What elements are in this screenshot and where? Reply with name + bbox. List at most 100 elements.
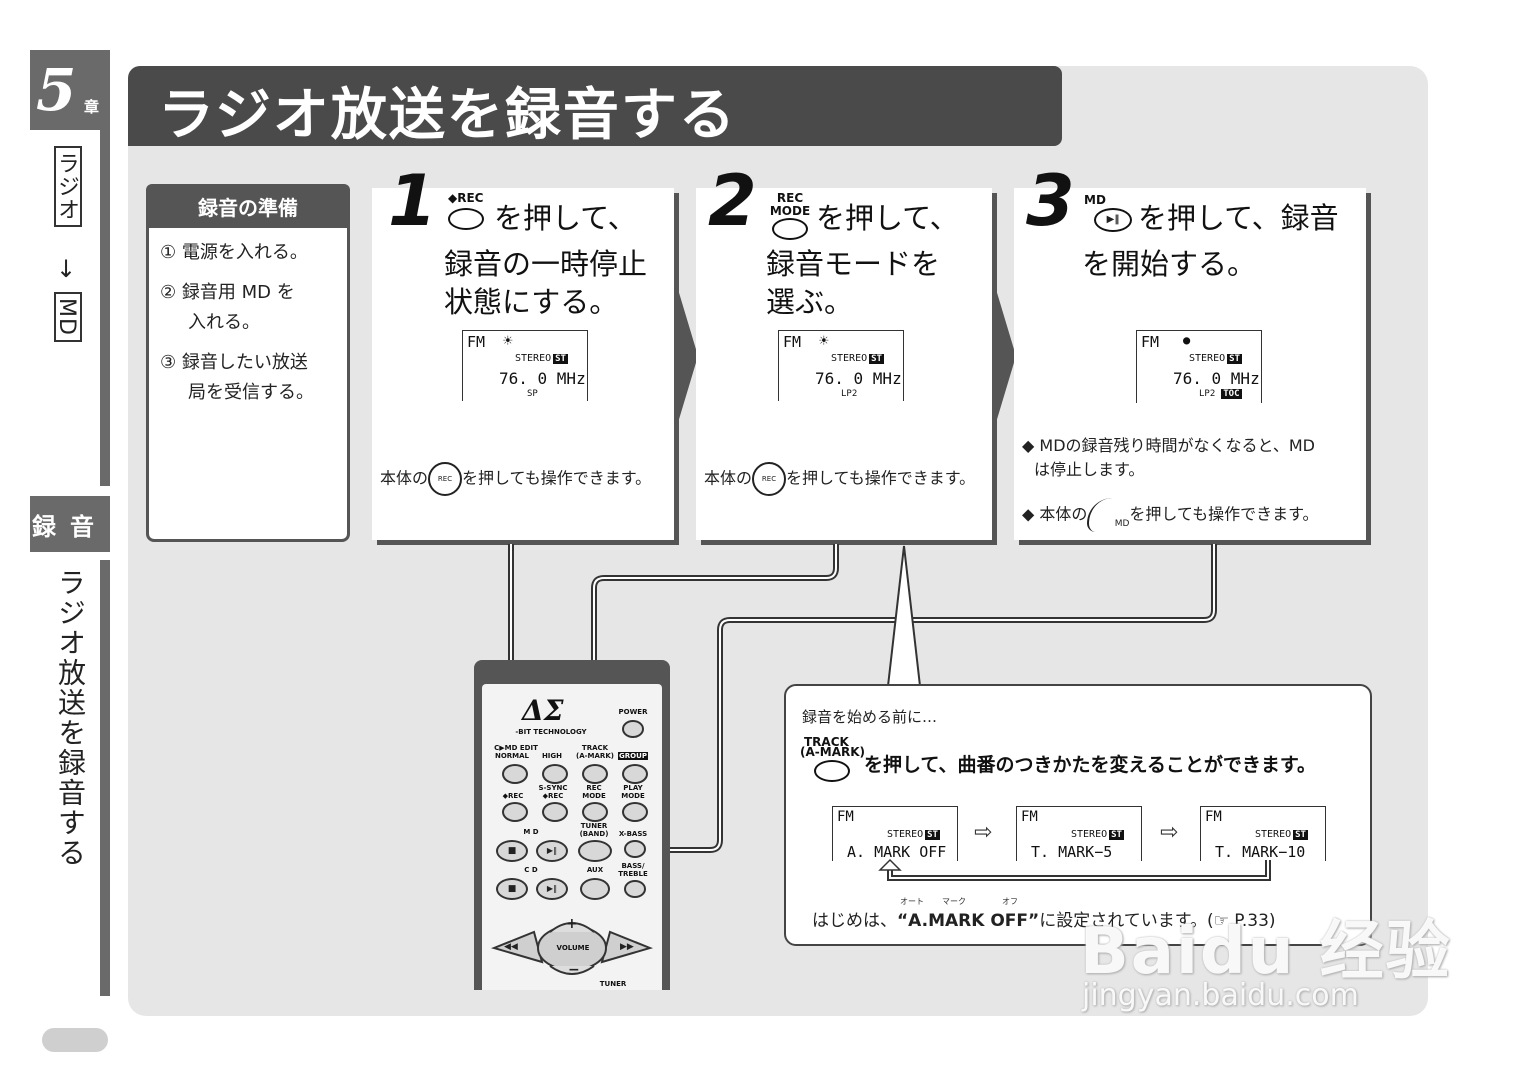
remote-label: TUNER: [599, 980, 627, 988]
prep-box: [146, 184, 350, 542]
remote-label: (BAND): [579, 830, 609, 838]
skip-back-icon[interactable]: ◀◀: [504, 942, 518, 952]
lcd-band: FM: [1141, 333, 1160, 351]
step-text: 録音の一時停止: [444, 247, 648, 281]
tuner-band-button[interactable]: [578, 840, 612, 862]
rec-body-icon: REC: [428, 462, 463, 496]
cd-play-pause-button[interactable]: ▶‖: [536, 878, 568, 900]
watermark-url: jingyan.baidu.com: [1082, 978, 1359, 1013]
rec-button-label: ◆REC: [448, 191, 484, 205]
track-button-label: (A-MARK): [800, 745, 866, 759]
title-bar: [128, 66, 1062, 146]
lcd-frequency: 76. 0 MHz: [1173, 369, 1260, 388]
track-button-icon: [814, 760, 850, 782]
prep-item: 局を受信する。: [188, 382, 314, 403]
volume-label: VOLUME: [556, 944, 590, 952]
rec-mode-button[interactable]: [582, 802, 608, 822]
chapter-kanji: 章: [84, 98, 100, 116]
track-button-label: TRACK: [804, 735, 849, 749]
rec-mode-button-icon: [772, 218, 808, 240]
skip-forward-icon[interactable]: ▶▶: [620, 942, 634, 952]
step-text: を押して、: [816, 201, 959, 235]
page-title: ラジオ放送を録音する: [158, 83, 737, 148]
tip-footnote: はじめは、“A.MARK OFF”に設定されています。(☞ P.33): [812, 911, 1276, 931]
s-sync-rec-button[interactable]: [542, 802, 568, 822]
lcd-frequency: 76. 0 MHz: [815, 369, 902, 388]
rec-blink-icon: ☀: [819, 331, 829, 350]
chapter-number: 5: [36, 56, 77, 124]
x-bass-button[interactable]: [624, 840, 646, 858]
remote-label: ◆REC: [502, 792, 524, 800]
tab-arrow: ↓: [56, 255, 77, 283]
side-rule-bottom: [100, 560, 110, 996]
remote-label: S-SYNC: [538, 784, 568, 792]
md-stop-button[interactable]: ■: [496, 840, 528, 862]
remote-label: REC: [586, 784, 602, 792]
step-text: を開始する。: [1082, 247, 1257, 281]
step-number: 1: [388, 160, 437, 242]
tab-md[interactable]: MD: [54, 292, 82, 342]
arrow-right-icon: ⇨: [974, 820, 993, 845]
side-title: ラジオ放送を録音する: [54, 568, 87, 868]
track-amark-button[interactable]: [582, 764, 608, 784]
md-body-button-icon: MD: [1087, 498, 1129, 532]
lcd-st-badge: ST: [1227, 354, 1242, 364]
play-pause-icon: ▶‖: [1094, 208, 1132, 232]
rec-button[interactable]: [502, 802, 528, 822]
remote-label: C▶MD EDIT: [494, 744, 538, 752]
volume-up-icon[interactable]: +: [566, 916, 578, 932]
step-note: は停止します。: [1034, 460, 1145, 479]
cd-stop-button[interactable]: ■: [496, 878, 528, 900]
remote-label: ◆REC: [542, 792, 564, 800]
rec-mode-button-label: REC MODE: [769, 191, 811, 218]
power-button[interactable]: [622, 720, 644, 738]
group-label: GROUP: [618, 752, 648, 760]
md-button-label: MD: [1084, 193, 1106, 207]
rec-body-icon: REC: [752, 462, 787, 496]
remote-label: AUX: [586, 866, 604, 874]
volume-down-icon[interactable]: −: [568, 962, 580, 978]
rec-button-icon: [448, 208, 484, 230]
tip-main-text: を押して、曲番のつきかたを変えることができます。: [864, 754, 1317, 776]
step-text: 録音モードを: [766, 247, 941, 281]
prep-item: ① 電源を入れる。: [160, 242, 308, 263]
watermark-logo: Baidu 经验: [1080, 915, 1452, 989]
tab-radio[interactable]: ラジオ: [54, 146, 82, 227]
lcd-mode: SP: [527, 389, 538, 399]
remote-label: PLAY: [623, 784, 643, 792]
bass-treble-button[interactable]: [624, 880, 646, 898]
remote-label: BASS/: [621, 862, 645, 870]
prep-heading: 録音の準備: [146, 184, 350, 228]
step-text: を押して、: [494, 201, 637, 235]
tip-heading: 録音を始める前に…: [802, 708, 938, 726]
group-button[interactable]: [622, 764, 648, 784]
normal-button[interactable]: [502, 764, 528, 784]
aux-button[interactable]: [580, 878, 610, 900]
remote-label: X-BASS: [618, 830, 648, 838]
remote-label: TREBLE: [618, 870, 648, 878]
step-text: を押して、録音: [1138, 201, 1339, 235]
high-button[interactable]: [542, 764, 568, 784]
play-mode-button[interactable]: [622, 802, 648, 822]
section-recording[interactable]: 録音: [30, 496, 110, 552]
chapter-tab: [30, 50, 110, 130]
lcd-mode: LP2: [1199, 389, 1216, 399]
lcd-frequency: 76. 0 MHz: [499, 369, 586, 388]
prep-item: ③ 録音したい放送: [160, 352, 308, 373]
cycle-arrow: [878, 858, 1271, 881]
arrow-right-icon: ⇨: [1160, 820, 1179, 845]
md-play-pause-button[interactable]: ▶‖: [536, 840, 568, 862]
step-number: 2: [708, 160, 757, 242]
remote-label: NORMAL: [494, 752, 530, 760]
lcd-band: FM: [783, 333, 802, 351]
rec-dot-icon: ●: [1183, 333, 1191, 347]
volume-pad: [490, 922, 654, 975]
remote-label: HIGH: [541, 752, 563, 760]
